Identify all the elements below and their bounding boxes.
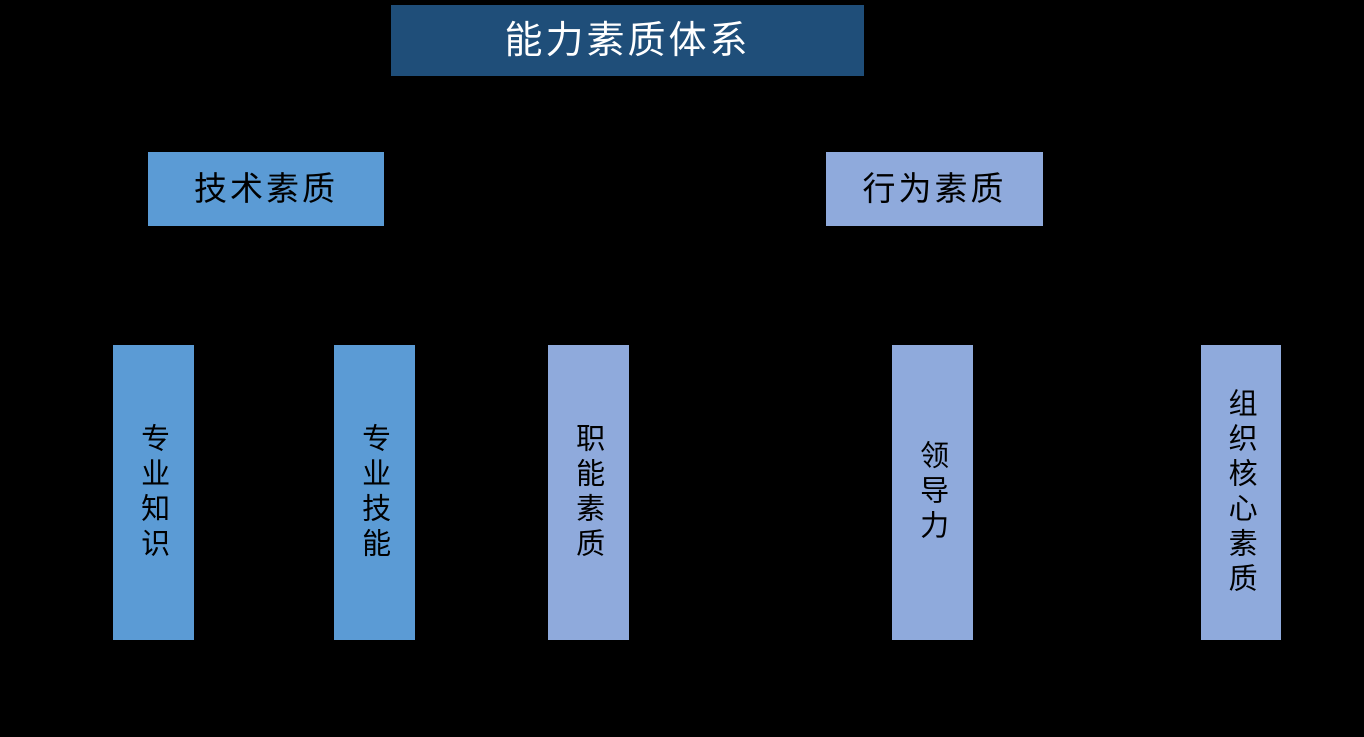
leaf-node-leadership[interactable]: 领导力 — [892, 345, 973, 640]
leaf-node-professional-skill[interactable]: 专业技能 — [334, 345, 415, 640]
leaf-node-professional-knowledge[interactable]: 专业知识 — [113, 345, 194, 640]
root-node-competency-system[interactable]: 能力素质体系 — [391, 5, 864, 76]
branch-node-behavioral-quality[interactable]: 行为素质 — [826, 152, 1043, 226]
leaf-node-functional-quality[interactable]: 职能素质 — [548, 345, 629, 640]
leaf-node-organizational-core-quality[interactable]: 组织核心素质 — [1201, 345, 1281, 640]
branch-node-technical-quality[interactable]: 技术素质 — [148, 152, 384, 226]
